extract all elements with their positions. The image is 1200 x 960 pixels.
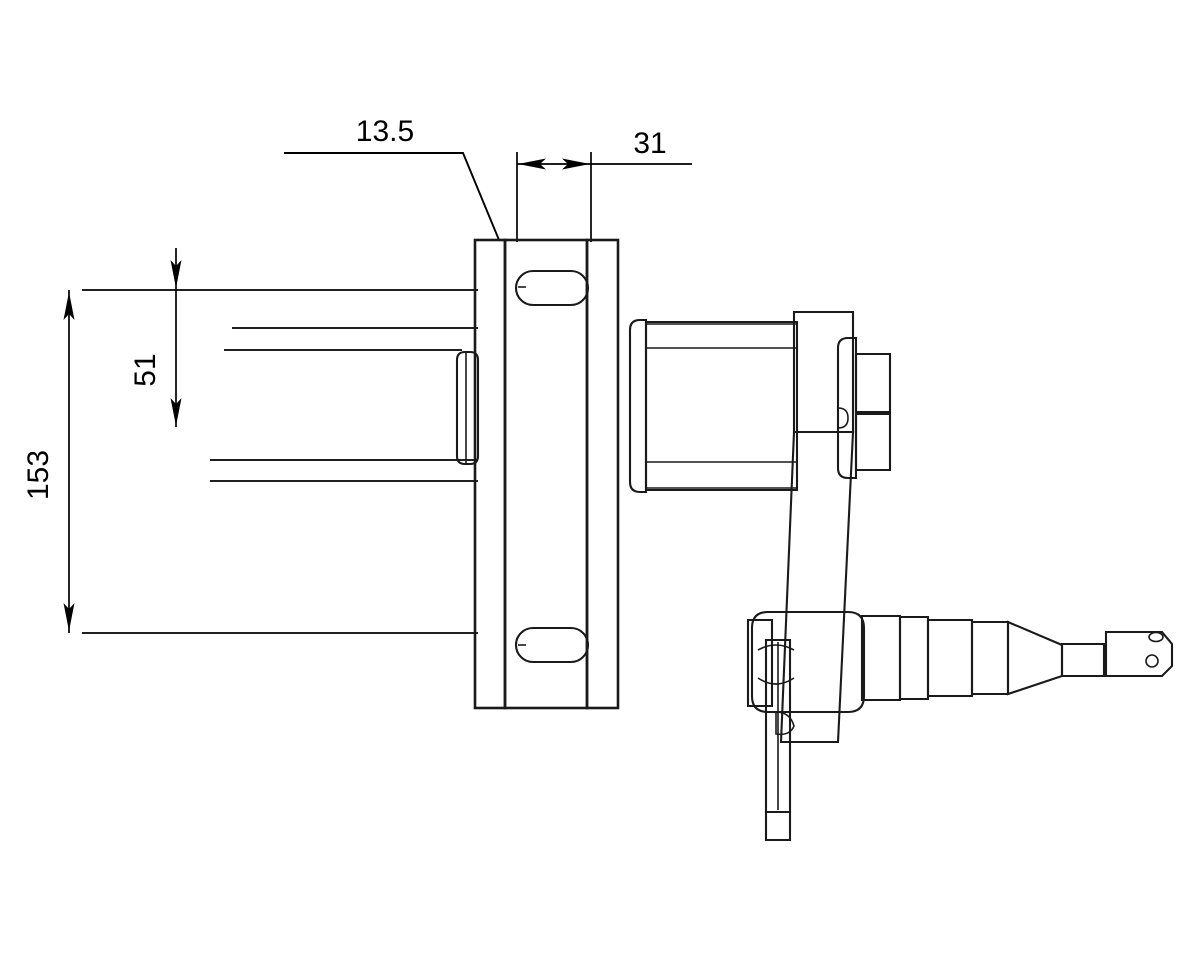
trigger-tip	[764, 810, 792, 842]
bracket-lower	[779, 430, 855, 744]
barrel-bottom-band	[645, 461, 798, 489]
bracket-upper	[792, 310, 855, 434]
nozzle-collar-3	[926, 618, 974, 698]
pivot-arc-lower	[757, 677, 795, 685]
dim-13-5-label: 13.5	[356, 115, 414, 148]
mounting-plate-group	[473, 238, 620, 710]
barrel-left-cap	[628, 318, 648, 494]
trigger-lever-group	[764, 638, 792, 842]
nozzle-collar-1	[860, 614, 902, 702]
dimension-31: 31	[516, 127, 692, 242]
plate-right-band	[585, 238, 620, 710]
dim-153-label: 153	[22, 450, 55, 500]
pivot-left-flange	[746, 618, 774, 708]
barrel-top-band	[645, 323, 798, 349]
clevis-hole-lower	[1145, 654, 1159, 668]
clevis-hole-upper	[1148, 631, 1164, 643]
dim-31-arrow-right	[562, 158, 590, 170]
dim-31-label: 31	[633, 127, 666, 160]
dim-153-arrow-top	[63, 292, 75, 320]
barrel-body	[644, 320, 799, 492]
dimension-153: 153	[22, 290, 75, 633]
pivot-bottom-bump	[775, 711, 795, 736]
nut-upper-face	[854, 352, 892, 414]
dim-51-arrow-top	[170, 260, 182, 288]
nut-collar	[836, 336, 858, 480]
left-stub-body	[455, 350, 480, 466]
vertical-bracket-group	[779, 310, 855, 744]
dimension-51: 51	[129, 248, 182, 427]
dim-13-5-leader	[284, 152, 500, 241]
dim-153-arrow-bottom	[63, 603, 75, 631]
nozzle-collar-2	[898, 615, 930, 701]
left-stub-cylinder	[455, 350, 480, 466]
plate-slot-lower	[514, 626, 590, 664]
reference-lines-group	[82, 289, 478, 634]
plate-left-band	[473, 238, 507, 710]
clevis-tip-block	[1104, 630, 1174, 678]
hex-nut-group	[836, 336, 892, 480]
plate-slot-upper	[514, 269, 590, 307]
plate-slot-upper-shape	[514, 269, 590, 307]
nozzle-cone	[1006, 620, 1064, 696]
dim-51-label: 51	[129, 353, 162, 386]
pivot-hub	[750, 610, 866, 714]
plate-slot-lower-shape	[514, 626, 590, 664]
nozzle-shaft	[1060, 642, 1106, 678]
nozzle-taper-start	[970, 620, 1010, 696]
main-barrel-group	[628, 318, 799, 494]
dimension-13-5: 13.5	[284, 115, 500, 241]
dim-31-arrow-left	[518, 158, 546, 170]
dim-51-arrow-bottom	[170, 398, 182, 426]
nut-lower-face	[854, 412, 892, 472]
pivot-arc-upper	[757, 644, 795, 651]
nut-collar-arc	[837, 407, 849, 429]
tapered-nozzle-group	[860, 614, 1174, 702]
